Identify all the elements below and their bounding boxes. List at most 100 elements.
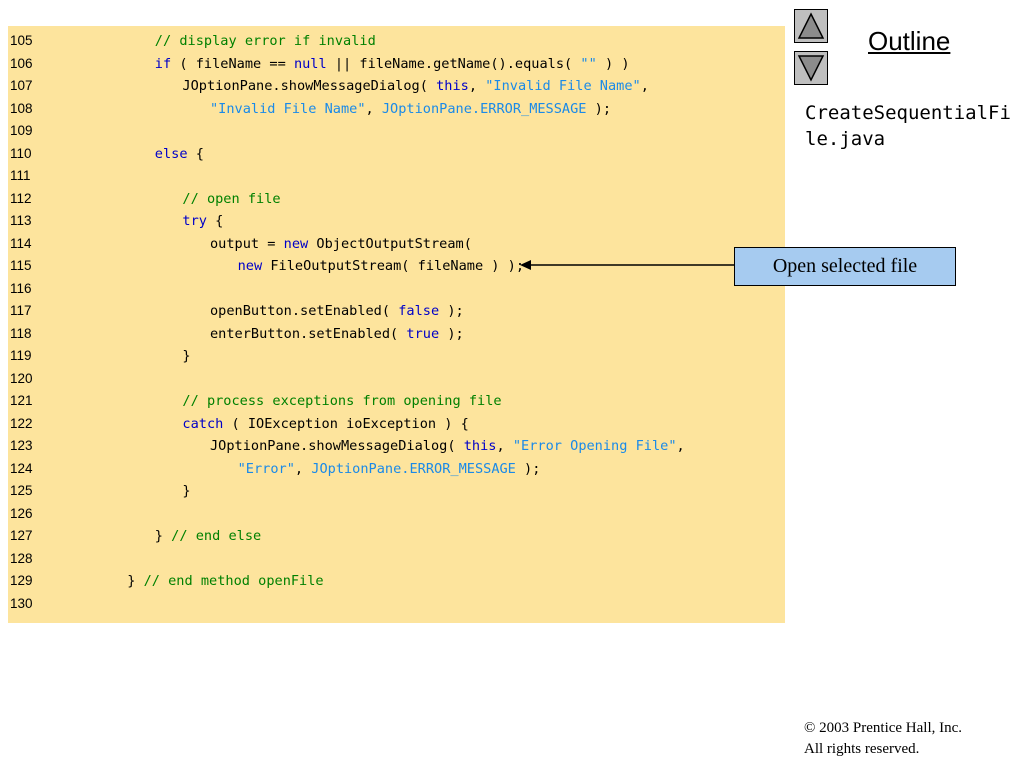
code-token: } — [182, 483, 191, 499]
copyright-notice: © 2003 Prentice Hall, Inc. All rights re… — [804, 718, 962, 760]
code-line: 125} — [8, 480, 785, 502]
code-line: 129} // end method openFile — [8, 570, 785, 592]
line-number: 121 — [10, 393, 33, 408]
keyword-token: false — [398, 303, 440, 319]
line-number: 126 — [10, 505, 33, 521]
code-token: , — [496, 438, 513, 454]
callout-arrow — [520, 260, 734, 270]
code-token: { — [187, 145, 204, 162]
line-number: 124 — [10, 460, 33, 476]
code-token: ( IOException ioException ) { — [223, 415, 469, 432]
comment-token: // end else — [171, 528, 262, 544]
code-token: ); — [586, 100, 612, 117]
triangle-down-icon — [797, 55, 825, 82]
code-line: 130 — [8, 593, 785, 615]
code-text: // open file — [182, 188, 280, 210]
copyright-line2: All rights reserved. — [804, 741, 920, 757]
code-line: 122 catch ( IOException ioException ) { — [8, 413, 785, 435]
code-text: JOptionPane.showMessageDialog( this, "In… — [182, 75, 649, 97]
code-text: JOptionPane.showMessageDialog( this, "Er… — [210, 435, 685, 457]
line-number: 115 — [10, 258, 32, 273]
code-line: 110 else { — [8, 143, 785, 165]
keyword-token: new — [237, 258, 263, 274]
string-token: "Error Opening File" — [512, 438, 677, 454]
code-line: 127} // end else — [8, 525, 785, 547]
code-line: 111 — [8, 165, 785, 187]
code-token: } — [182, 348, 191, 364]
keyword-token: catch — [182, 415, 224, 432]
code-line: 112 // open file — [8, 188, 785, 210]
code-line: 126 — [8, 503, 785, 525]
triangle-up-icon — [797, 12, 825, 39]
code-token: openButton.setEnabled( — [210, 303, 399, 319]
line-number: 129 — [10, 573, 33, 588]
comment-token: // display error if invalid — [154, 33, 376, 49]
constant-token: JOptionPane.ERROR_MESSAGE — [311, 460, 516, 477]
line-number: 116 — [10, 280, 32, 296]
previous-slide-button[interactable] — [794, 9, 828, 43]
line-number: 120 — [10, 370, 33, 386]
comment-token: // end method openFile — [143, 573, 324, 589]
code-token: { — [206, 213, 224, 229]
keyword-token: null — [293, 55, 327, 72]
line-number: 123 — [10, 438, 33, 453]
code-token: , — [294, 460, 312, 477]
code-line: 117 openButton.setEnabled( false ); — [8, 300, 785, 322]
line-number: 117 — [10, 303, 32, 318]
code-line: 119} — [8, 345, 785, 367]
line-number: 110 — [10, 145, 32, 161]
line-number: 107 — [10, 78, 33, 93]
code-line: 118 enterButton.setEnabled( true ); — [8, 323, 785, 345]
code-token: ObjectOutputStream( — [308, 235, 472, 252]
code-text: openButton.setEnabled( false ); — [210, 300, 464, 322]
code-text: "Invalid File Name", JOptionPane.ERROR_M… — [210, 98, 611, 120]
keyword-token: true — [406, 325, 440, 342]
code-text: else { — [155, 143, 204, 165]
constant-token: JOptionPane.ERROR_MESSAGE — [381, 100, 587, 117]
code-token: JOptionPane.showMessageDialog( — [182, 78, 437, 94]
line-number: 114 — [10, 235, 32, 251]
line-number: 122 — [10, 415, 33, 431]
code-token: enterButton.setEnabled( — [210, 325, 407, 342]
line-number: 118 — [10, 325, 32, 341]
code-line: 107 JOptionPane.showMessageDialog( this, … — [8, 75, 785, 97]
string-token: "" — [580, 55, 597, 72]
code-text: try { — [182, 210, 223, 232]
keyword-token: try — [182, 213, 207, 229]
code-line: 109 — [8, 120, 785, 142]
code-token: ); — [439, 325, 464, 342]
keyword-token: this — [436, 78, 469, 94]
code-line: 128 — [8, 548, 785, 570]
keyword-token: new — [283, 235, 309, 252]
string-token: "Invalid File Name" — [210, 100, 366, 117]
code-line: 120 — [8, 368, 785, 390]
code-text: enterButton.setEnabled( true ); — [210, 323, 464, 345]
keyword-token: else — [154, 145, 188, 162]
code-token: } — [154, 528, 172, 544]
copyright-line1: 2003 Prentice Hall, Inc. — [819, 720, 963, 736]
code-token: || fileName.getName().equals( — [326, 55, 581, 72]
line-number: 130 — [10, 595, 33, 611]
code-text: } — [182, 345, 190, 367]
string-token: "Error" — [237, 460, 295, 477]
comment-token: // open file — [182, 190, 281, 207]
keyword-token: if — [154, 55, 172, 72]
code-line: 105// display error if invalid — [8, 30, 785, 52]
code-token: ) ) — [596, 55, 630, 72]
outline-title[interactable]: Outline — [868, 26, 951, 56]
line-number: 112 — [10, 190, 32, 206]
code-token: } — [127, 573, 144, 589]
line-number: 119 — [10, 348, 32, 363]
line-number: 109 — [10, 123, 33, 138]
copyright-symbol: © — [804, 720, 816, 736]
code-text: } // end method openFile — [127, 570, 323, 592]
code-text: // process exceptions from opening file — [182, 390, 501, 412]
line-number: 127 — [10, 528, 33, 543]
code-token: , — [365, 100, 382, 117]
code-token: output = — [210, 235, 284, 252]
next-slide-button[interactable] — [794, 51, 828, 85]
callout-open-selected-file: Open selected file — [734, 247, 956, 286]
code-line: 124"Error", JOptionPane.ERROR_MESSAGE ); — [8, 458, 785, 480]
